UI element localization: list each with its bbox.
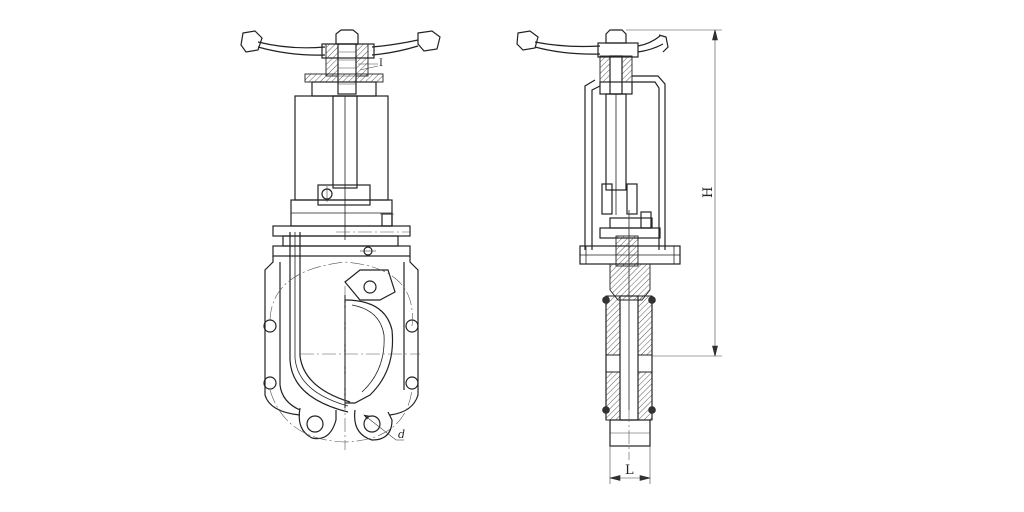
dimension-l [609, 446, 651, 484]
front-yoke [290, 95, 393, 240]
side-gland [579, 211, 681, 267]
height-label: H [701, 187, 716, 198]
side-body [602, 210, 656, 460]
length-label: L [625, 463, 634, 478]
side-handwheel [516, 30, 669, 58]
side-yoke [584, 75, 666, 250]
detail-label: I [379, 58, 383, 69]
front-diameter-leader [363, 414, 404, 441]
dimension-h [626, 29, 722, 357]
front-view: d I [240, 29, 441, 450]
side-stem-nut [599, 29, 633, 95]
diameter-label: d [398, 428, 405, 441]
side-view: H L [516, 29, 722, 484]
front-handwheel [240, 30, 441, 59]
front-body [263, 231, 420, 450]
front-gland [272, 213, 411, 257]
front-stem-nut [304, 29, 384, 97]
